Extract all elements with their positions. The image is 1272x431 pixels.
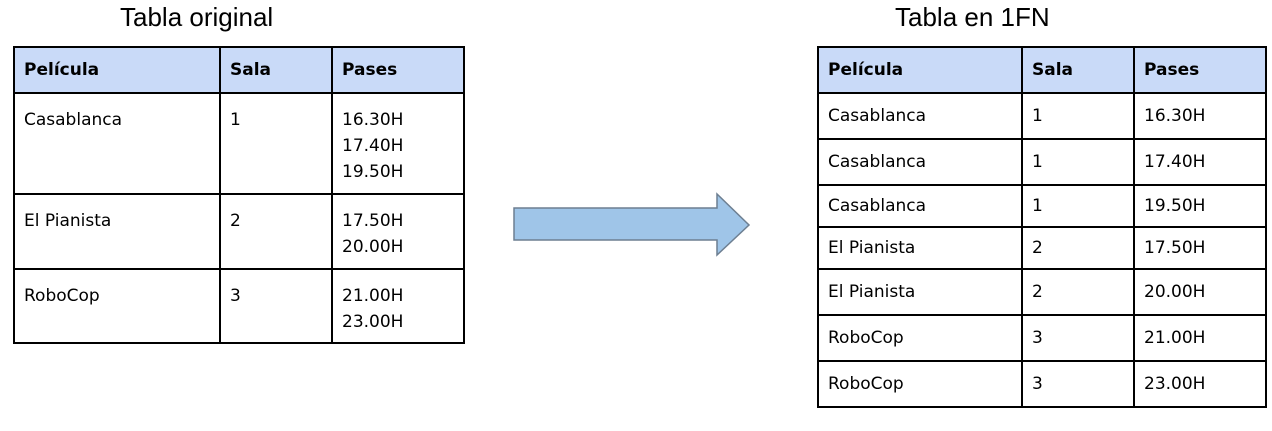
table-row: Casablanca 1 16.30H 17.40H 19.50H bbox=[13, 92, 465, 195]
cell-sala: 1 bbox=[1021, 138, 1135, 186]
pase-time: 23.00H bbox=[342, 312, 404, 332]
cell-sala: 2 bbox=[1021, 268, 1135, 316]
cell-pelicula: Casablanca bbox=[817, 138, 1023, 186]
header-pelicula: Película bbox=[13, 46, 221, 94]
table-row: El Pianista 2 17.50H 20.00H bbox=[13, 193, 465, 270]
cell-sala: 3 bbox=[1021, 314, 1135, 362]
header-pelicula: Película bbox=[817, 46, 1023, 94]
cell-pelicula: Casablanca bbox=[13, 92, 221, 195]
pase-time: 17.40H bbox=[342, 136, 404, 156]
header-sala: Sala bbox=[219, 46, 333, 94]
original-table: Película Sala Pases Casablanca 1 16.30H … bbox=[13, 46, 465, 344]
cell-sala: 2 bbox=[1021, 226, 1135, 270]
cell-sala: 1 bbox=[1021, 92, 1135, 140]
cell-pase: 17.40H bbox=[1133, 138, 1267, 186]
cell-pelicula: RoboCop bbox=[13, 268, 221, 344]
table-row: Casablanca 1 17.40H bbox=[817, 138, 1267, 186]
cell-pelicula: El Pianista bbox=[817, 226, 1023, 270]
cell-pase: 17.50H bbox=[1133, 226, 1267, 270]
cell-pelicula: RoboCop bbox=[817, 360, 1023, 408]
table-row: El Pianista 2 17.50H bbox=[817, 226, 1267, 270]
cell-sala: 1 bbox=[1021, 184, 1135, 228]
original-table-title: Tabla original bbox=[120, 2, 274, 32]
table-row: Casablanca 1 19.50H bbox=[817, 184, 1267, 228]
pase-time: 21.00H bbox=[342, 286, 404, 306]
cell-pelicula: El Pianista bbox=[13, 193, 221, 270]
cell-pelicula: RoboCop bbox=[817, 314, 1023, 362]
cell-pases: 21.00H 23.00H bbox=[331, 268, 465, 344]
cell-pase: 21.00H bbox=[1133, 314, 1267, 362]
cell-pelicula: Casablanca bbox=[817, 184, 1023, 228]
table-row: RoboCop 3 21.00H 23.00H bbox=[13, 268, 465, 344]
cell-sala: 3 bbox=[219, 268, 333, 344]
original-table-header-row: Película Sala Pases bbox=[13, 46, 465, 94]
1fn-table-header-row: Película Sala Pases bbox=[817, 46, 1267, 94]
pase-time: 17.50H bbox=[342, 211, 404, 231]
cell-pelicula: Casablanca bbox=[817, 92, 1023, 140]
table-row: El Pianista 2 20.00H bbox=[817, 268, 1267, 316]
pase-time: 16.30H bbox=[342, 110, 404, 130]
1fn-table-title: Tabla en 1FN bbox=[895, 2, 1050, 32]
cell-sala: 3 bbox=[1021, 360, 1135, 408]
cell-sala: 2 bbox=[219, 193, 333, 270]
header-pases: Pases bbox=[1133, 46, 1267, 94]
cell-pases: 16.30H 17.40H 19.50H bbox=[331, 92, 465, 195]
cell-pases: 17.50H 20.00H bbox=[331, 193, 465, 270]
cell-sala: 1 bbox=[219, 92, 333, 195]
table-row: RoboCop 3 21.00H bbox=[817, 314, 1267, 362]
cell-pase: 19.50H bbox=[1133, 184, 1267, 228]
1fn-table: Película Sala Pases Casablanca 1 16.30H … bbox=[817, 46, 1267, 408]
cell-pase: 20.00H bbox=[1133, 268, 1267, 316]
header-sala: Sala bbox=[1021, 46, 1135, 94]
cell-pelicula: El Pianista bbox=[817, 268, 1023, 316]
cell-pase: 23.00H bbox=[1133, 360, 1267, 408]
header-pases: Pases bbox=[331, 46, 465, 94]
pase-time: 19.50H bbox=[342, 162, 404, 182]
table-row: Casablanca 1 16.30H bbox=[817, 92, 1267, 140]
right-arrow-icon bbox=[513, 192, 751, 257]
pase-time: 20.00H bbox=[342, 237, 404, 257]
table-row: RoboCop 3 23.00H bbox=[817, 360, 1267, 408]
arrow-shape bbox=[513, 192, 751, 257]
cell-pase: 16.30H bbox=[1133, 92, 1267, 140]
